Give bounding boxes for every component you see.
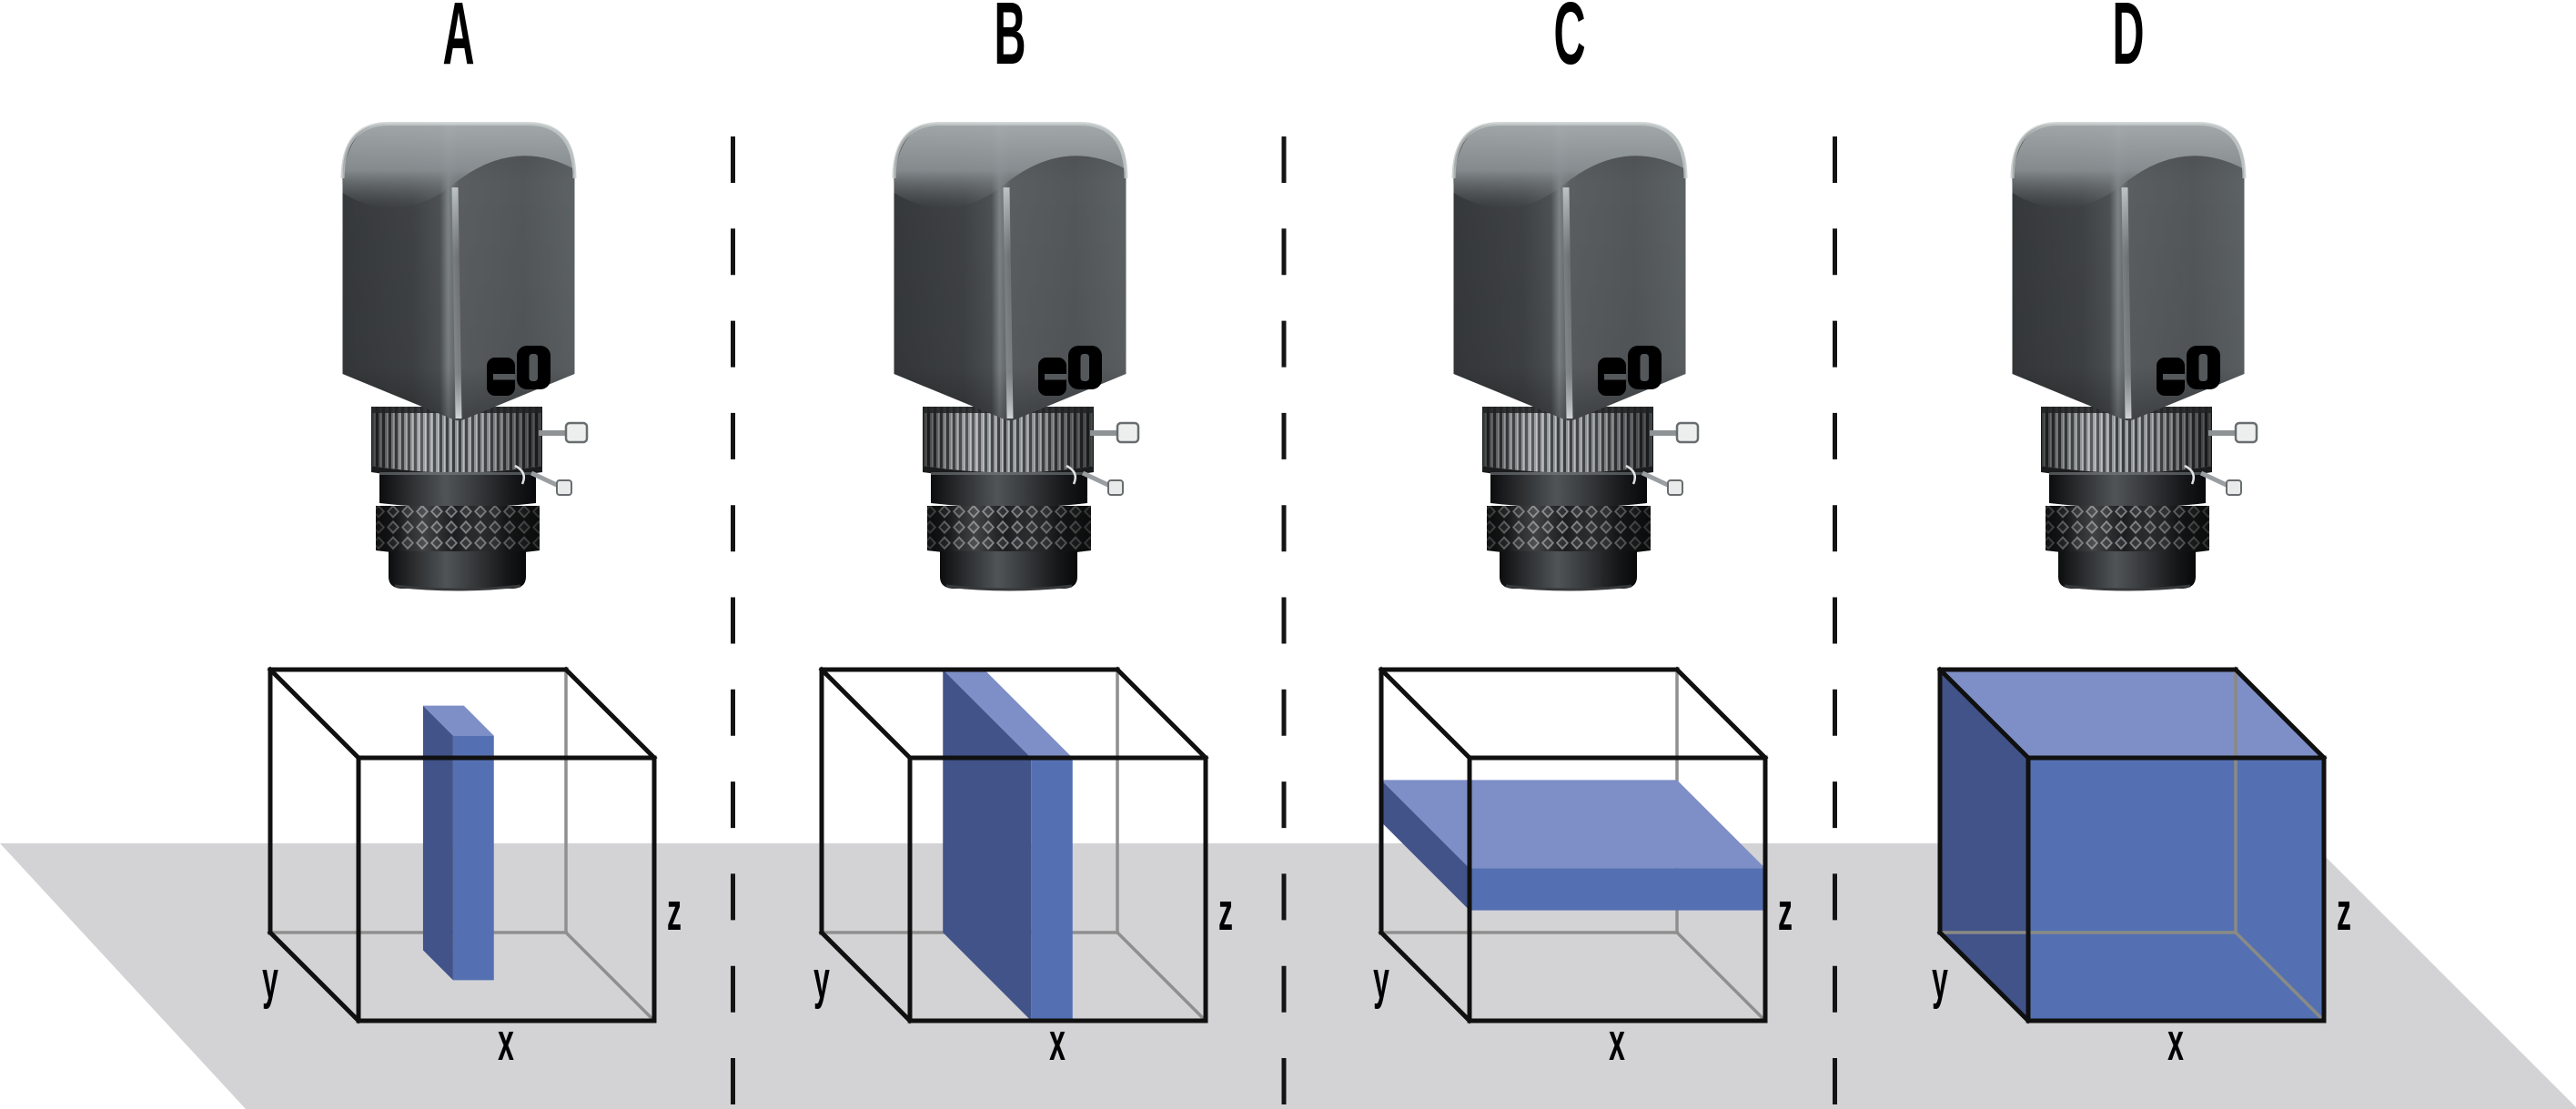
cube-edge-top-right bbox=[1114, 666, 1209, 761]
panel-label-d: D bbox=[2112, 0, 2145, 83]
panel-label-c: C bbox=[1553, 0, 1586, 83]
cube-edge-bottom-left bbox=[267, 929, 362, 1024]
scan-volume-front-face bbox=[2028, 758, 2324, 1021]
cube-edge-bottom-left bbox=[818, 929, 914, 1024]
cube-hidden-edge-bottom-right bbox=[1115, 930, 1208, 1023]
panel-label-b: B bbox=[994, 0, 1026, 83]
scan-volume-top-face bbox=[943, 670, 1073, 758]
axis-label-z-a: z bbox=[667, 882, 682, 942]
axis-label-z-c: z bbox=[1778, 882, 1793, 942]
cube-edge-bottom-left bbox=[1378, 929, 1473, 1024]
panel-b-cube bbox=[818, 666, 1209, 1024]
cube-edge-top-right bbox=[2232, 666, 2328, 761]
camera-icon-a bbox=[343, 124, 588, 590]
floor-plane bbox=[0, 843, 2576, 1109]
panel-c-cube bbox=[1378, 666, 1769, 1024]
axis-label-y-d: y bbox=[1932, 951, 1948, 1010]
cube-hidden-edge-bottom-right bbox=[1674, 930, 1768, 1023]
camera-icon-c bbox=[1454, 124, 1699, 590]
cube-edge-top-left bbox=[267, 666, 362, 761]
axis-label-y-c: y bbox=[1373, 951, 1389, 1010]
cube-edge-top-right bbox=[562, 666, 658, 761]
axis-label-y-a: y bbox=[262, 951, 278, 1010]
axis-label-z-d: z bbox=[2337, 882, 2351, 942]
camera-icon-d bbox=[2013, 124, 2258, 590]
axis-label-x-a: x bbox=[498, 1013, 514, 1072]
scan-volume-top-face bbox=[1940, 670, 2324, 758]
cube-edge-bottom-left bbox=[1936, 929, 2032, 1024]
panel-label-a: A bbox=[442, 0, 475, 83]
camera-icon-b bbox=[894, 124, 1139, 590]
axis-label-x-c: x bbox=[1609, 1013, 1625, 1072]
axis-label-y-b: y bbox=[813, 951, 830, 1010]
cube-hidden-edge-bottom-right bbox=[563, 930, 657, 1023]
scan-volume-side-face bbox=[1381, 780, 1470, 911]
cube-edge-top-left bbox=[1378, 666, 1473, 761]
cube-edge-top-left bbox=[818, 666, 914, 761]
cube-edge-top-right bbox=[1673, 666, 1769, 761]
axis-label-x-b: x bbox=[1049, 1013, 1066, 1072]
axis-label-z-b: z bbox=[1218, 882, 1233, 942]
axis-label-x-d: x bbox=[2167, 1013, 2184, 1072]
panel-d-cube bbox=[1936, 666, 2328, 1024]
cube-edge-top-left bbox=[1936, 666, 2032, 761]
scan-volume-side-face bbox=[422, 705, 453, 981]
scan-volume-top-face bbox=[1381, 780, 1765, 869]
scan-volume-front-face bbox=[1031, 758, 1073, 1021]
scan-volume-front-face bbox=[452, 735, 494, 981]
scan-volume-front-face bbox=[1470, 868, 1765, 911]
scan-volume-top-face bbox=[422, 705, 494, 736]
cube-hidden-edge-over-bottom-right bbox=[2233, 930, 2327, 1023]
panel-a-cube bbox=[267, 666, 658, 1024]
